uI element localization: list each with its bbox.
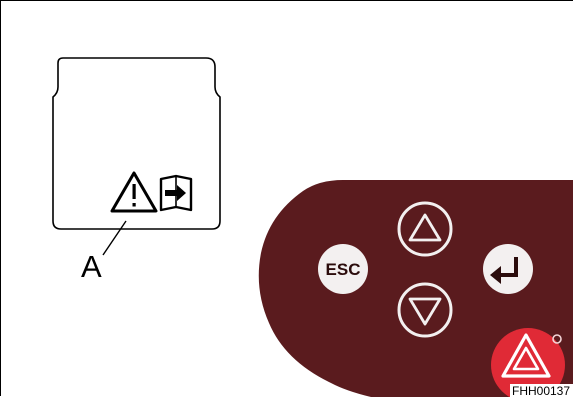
- hazard-indicator-led: [552, 334, 562, 344]
- esc-button[interactable]: ESC: [318, 244, 368, 294]
- enter-button[interactable]: [483, 244, 533, 294]
- reference-code-background: [510, 384, 573, 397]
- up-triangle-icon: [408, 213, 442, 242]
- hazard-warning-icon: [501, 333, 551, 378]
- esc-label: ESC: [326, 260, 361, 279]
- down-button[interactable]: [397, 282, 453, 338]
- operator-manual-icon: [159, 174, 193, 212]
- up-button[interactable]: [397, 201, 453, 257]
- down-triangle-icon: [408, 297, 442, 326]
- warning-triangle-icon: [110, 171, 158, 213]
- callout-leader-line: [102, 220, 127, 256]
- enter-arrow-icon: [490, 257, 518, 284]
- callout-label: A: [81, 249, 102, 284]
- reference-code: FHH00137: [512, 384, 570, 397]
- hazard-button[interactable]: [491, 328, 565, 397]
